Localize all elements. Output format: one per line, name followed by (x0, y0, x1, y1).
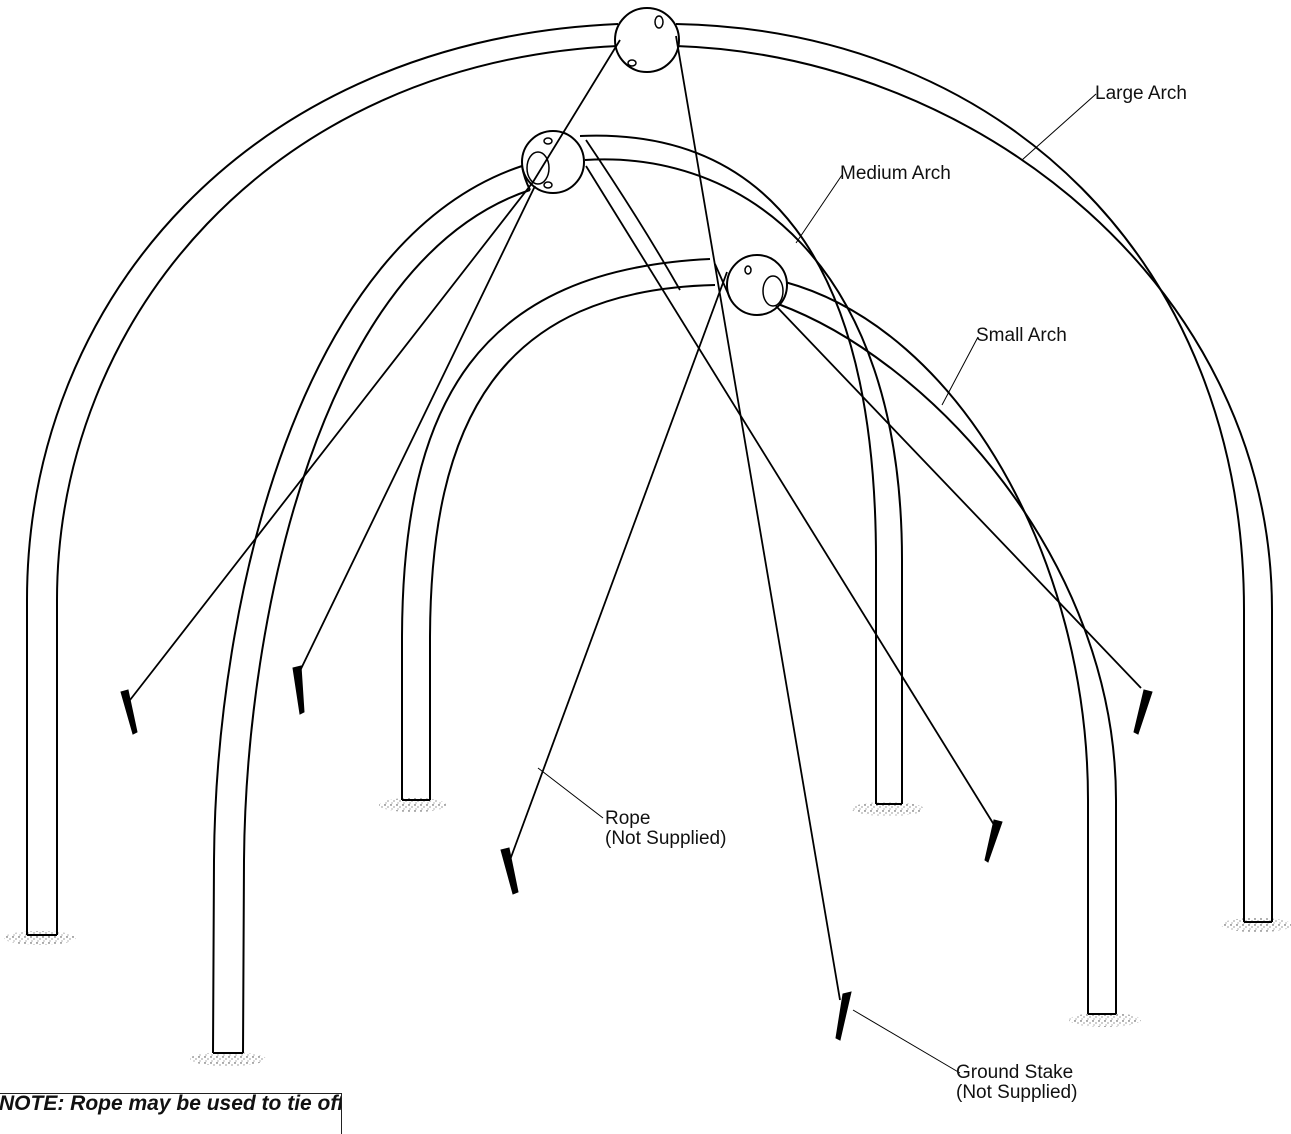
ground-patch (190, 1052, 266, 1066)
note-text: NOTE: Rope may be used to tie off (0, 1093, 342, 1115)
left-connector-sphere (521, 130, 585, 194)
right-connector-sphere (726, 254, 788, 316)
rope-line (775, 305, 1142, 689)
rope-line (129, 39, 621, 701)
top-connector-sphere (614, 7, 680, 73)
medium-arch-leader (795, 174, 843, 244)
rope-line (585, 165, 997, 829)
rope-line (509, 271, 728, 861)
ground-stakes (120, 665, 1153, 1041)
rope-line (675, 35, 841, 1001)
ground-patch (4, 931, 76, 945)
rope-line (714, 263, 731, 299)
ground-stake (984, 819, 1003, 863)
ground-stake (1133, 689, 1153, 735)
large-arch-label: Large Arch (1095, 83, 1187, 104)
rope-label: Rope (605, 808, 651, 829)
small-arch-label: Small Arch (976, 325, 1067, 346)
ropes (129, 35, 1142, 1001)
rope-leader (537, 767, 604, 819)
ground-stake (835, 991, 852, 1041)
connector-spheres (521, 7, 788, 316)
medium-arch (212, 134, 903, 1054)
rope-label-sub: (Not Supplied) (605, 828, 727, 849)
ground-stake-label-sub: (Not Supplied) (956, 1082, 1078, 1103)
large-arch-leader (1021, 93, 1097, 161)
ground-patch (1069, 1013, 1141, 1027)
small-arch (401, 258, 1117, 1015)
ground-patches (4, 798, 1291, 1066)
rope-line (297, 185, 536, 676)
arch-assembly-diagram (4, 7, 1291, 1074)
ground-stake-label: Ground Stake (956, 1062, 1074, 1083)
medium-arch-label: Medium Arch (840, 163, 951, 184)
note-box: NOTE: Rope may be used to tie off (0, 1093, 342, 1134)
ground-patch (1221, 918, 1291, 932)
ground-stake (120, 689, 138, 735)
ground-stake (292, 665, 305, 715)
ground-stake (500, 847, 519, 895)
ground-patch (852, 802, 924, 816)
ground-patch (379, 798, 447, 812)
small-arch-leader (941, 336, 979, 406)
leader-lines (537, 93, 1097, 1074)
ground-stake-leader (852, 1009, 961, 1074)
large-arch (26, 23, 1273, 936)
rope-line (585, 139, 681, 291)
